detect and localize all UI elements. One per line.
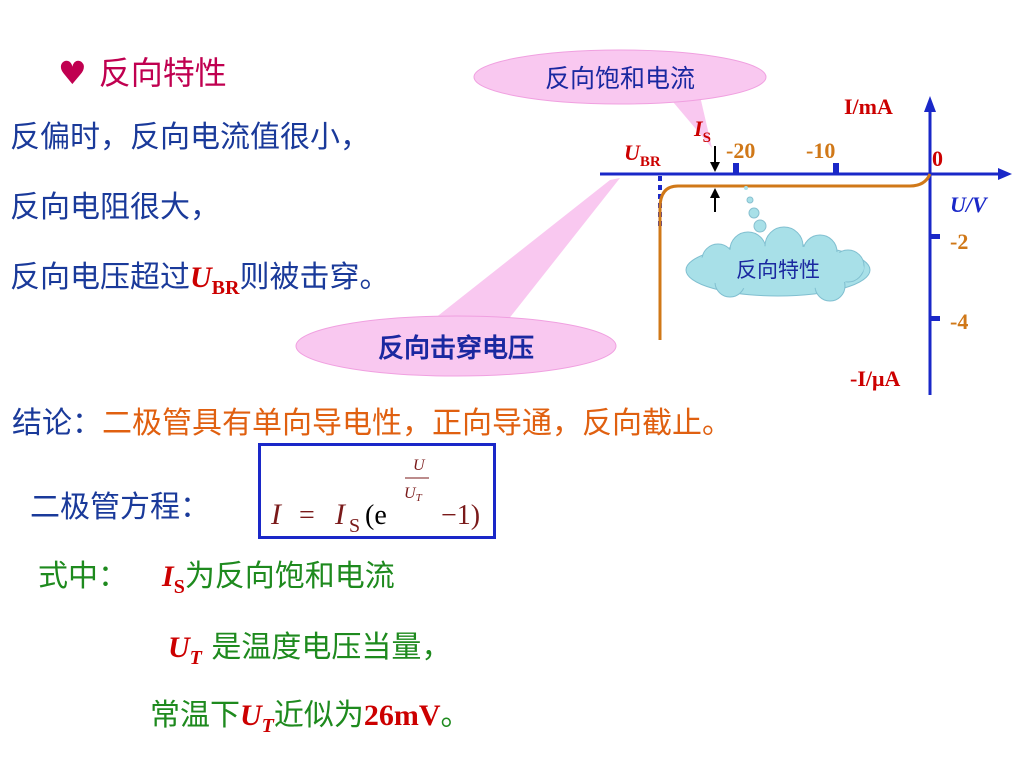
thought-dot-1 (744, 186, 748, 190)
body-line-2: 反向电阻很大， (10, 190, 220, 225)
thermal-voltage-value: 26mV (363, 699, 441, 732)
is-symbol: IS (162, 560, 185, 598)
is-description: 为反向饱和电流 (184, 559, 395, 594)
eq-exp-num: U (413, 457, 426, 474)
heart-bullet-icon: ♥ (58, 54, 87, 92)
origin-label: 0 (932, 146, 943, 171)
eq-is-sub: S (349, 515, 360, 537)
eq-equals: = (299, 500, 315, 531)
y-tick-label-4: -4 (950, 309, 968, 334)
ut-description: 是温度电压当量， (201, 630, 452, 665)
line3-middle: 近似为 (273, 698, 364, 733)
body-line-3: 反向电压超过UBR则被击穿。 (10, 252, 389, 300)
y-tick-2 (930, 234, 940, 239)
slide-title-text: 反向特性 (98, 54, 227, 92)
thought-dot-4 (753, 219, 767, 233)
breakdown-callout-bubble (295, 315, 617, 377)
slide-title: ♥ 反向特性 (58, 48, 227, 94)
y-axis-arrow-icon (924, 96, 936, 112)
eq-is-main: I (334, 498, 347, 531)
explanation-line-1: 式中： IS为反向饱和电流 (38, 551, 395, 599)
y-tick-label-2: -2 (950, 229, 968, 254)
eq-close: −1) (441, 500, 480, 531)
eq-open: (e (365, 500, 387, 531)
ubr-symbol: UBR (190, 261, 240, 299)
reverse-characteristic-cloud (685, 226, 871, 302)
iv-graph: I/mA -I/μA U/V 0 -20 -10 -2 -4 IS UBR 反向… (600, 94, 1012, 395)
eq-exp-den: UT (404, 485, 423, 504)
thought-dot-3 (748, 207, 760, 219)
x-tick-10 (833, 163, 839, 174)
saturation-callout-text: 反向饱和电流 (545, 64, 695, 93)
explanation-line-2: UT 是温度电压当量， (168, 622, 451, 670)
body-line-3-end: 则被击穿。 (239, 260, 390, 295)
saturation-callout-tail (668, 96, 712, 148)
callout-layer: 反向饱和电流 反向击穿电压 (295, 49, 767, 377)
eq-lhs: I (270, 498, 283, 531)
cloud-text: 反向特性 (736, 258, 820, 282)
ut-symbol: UT (168, 631, 202, 669)
conclusion-text: 二极管具有单向导电性，正向导通，反向截止。 (102, 406, 732, 441)
line3-end: 。 (440, 698, 471, 733)
is-label: IS (693, 116, 711, 146)
x-tick-label-10: -10 (806, 138, 835, 163)
breakdown-callout-text: 反向击穿电压 (378, 333, 534, 364)
saturation-callout-bubble (473, 49, 767, 105)
explanation-intro: 式中： (38, 559, 128, 594)
breakdown-callout-tail (420, 178, 620, 330)
is-arrow-down-head-icon (710, 162, 720, 172)
x-tick-20 (733, 163, 739, 174)
conclusion-label: 结论： (12, 406, 102, 441)
thought-dot-2 (746, 196, 754, 204)
y-axis-bottom-label: -I/μA (850, 366, 900, 391)
equation-label: 二极管方程： (30, 490, 210, 525)
conclusion-line: 结论：二极管具有单向导电性，正向导通，反向截止。 (12, 398, 732, 442)
reverse-characteristic-curve (658, 173, 932, 340)
x-tick-label-20: -20 (726, 138, 755, 163)
is-arrow-up-head-icon (710, 188, 720, 198)
graph-ubr-label: UBR (624, 140, 661, 170)
body-line-1: 反偏时，反向电流值很小， (10, 120, 370, 155)
y-axis-top-label: I/mA (844, 94, 893, 119)
diode-equation: I = I S (e U UT −1) (270, 457, 480, 537)
line3-start: 常温下 (150, 698, 240, 733)
x-axis-label: U/V (950, 192, 989, 217)
x-axis-arrow-icon (998, 168, 1012, 180)
body-line-3-start: 反向电压超过 (10, 260, 190, 295)
diode-equation-box: I = I S (e U UT −1) (258, 443, 496, 539)
y-tick-4 (930, 316, 940, 321)
explanation-line-3: 常温下UT近似为26mV。 (150, 690, 471, 738)
ut-symbol-2: UT (240, 699, 274, 737)
